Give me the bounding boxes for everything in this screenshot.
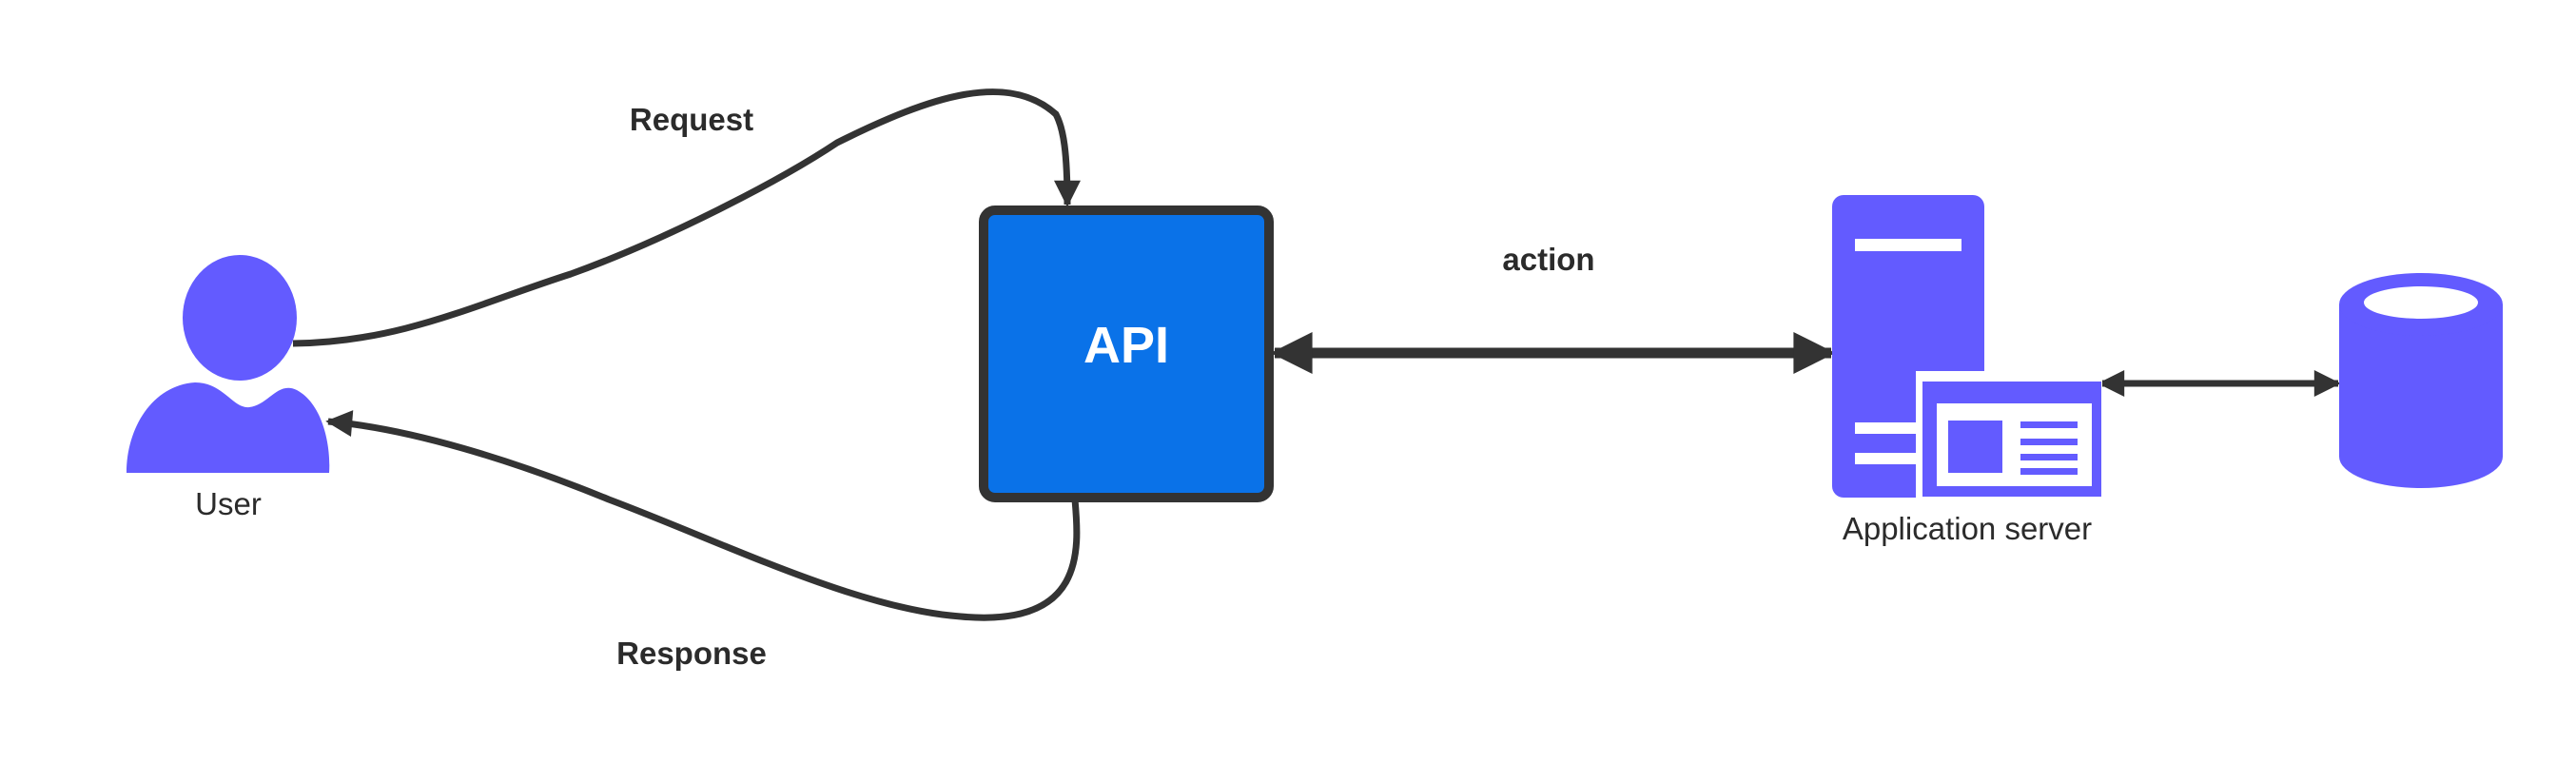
server-tower-slot-2 (1855, 453, 1918, 464)
app-window-line-2 (2020, 439, 2078, 445)
response-label: Response (616, 636, 767, 671)
app-window-line-3 (2020, 454, 2078, 460)
application-server-icon[interactable] (1832, 195, 2102, 499)
api-node[interactable]: API (979, 206, 1274, 502)
user-label: User (195, 486, 262, 521)
database-body (2339, 304, 2503, 488)
app-window-image (1948, 421, 2002, 473)
server-tower-slot-1 (1855, 422, 1918, 434)
action-label: action (1502, 242, 1594, 277)
user-head (183, 255, 297, 381)
app-window-line-4 (2020, 468, 2078, 475)
response-connector (325, 410, 1081, 621)
api-box (979, 206, 1274, 502)
server-tower-slot-top (1855, 239, 1961, 251)
api-label: API (1083, 317, 1169, 374)
request-label: Request (630, 102, 753, 137)
database-icon[interactable] (2339, 273, 2503, 488)
request-connector (292, 88, 1081, 347)
user-body (127, 382, 330, 473)
user-icon[interactable] (127, 255, 330, 473)
database-top-inner (2364, 286, 2478, 319)
app-window-line-1 (2020, 421, 2078, 428)
application-server-label: Application server (1843, 511, 2092, 546)
